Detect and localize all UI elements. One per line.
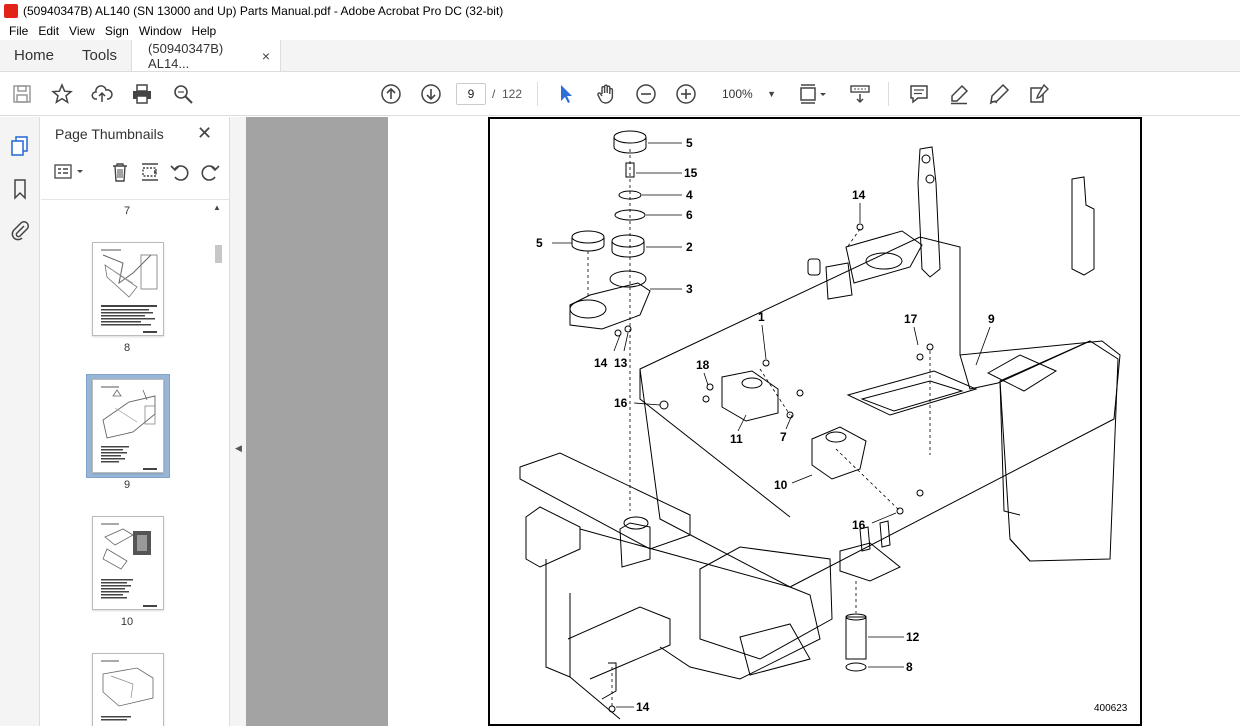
callout-15: 15 (684, 166, 698, 180)
callout-5-top: 5 (686, 136, 693, 150)
callout-17: 17 (904, 312, 918, 326)
callout-8: 8 (906, 660, 913, 674)
page-number-input[interactable]: 9 (456, 83, 486, 105)
draw-pen-icon[interactable] (987, 82, 1011, 106)
page-count: 122 (502, 87, 523, 101)
title-bar: (50940347B) AL140 (SN 13000 and Up) Part… (0, 0, 1240, 22)
panel-splitter[interactable]: ◀ (230, 117, 246, 726)
callout-9: 9 (988, 312, 995, 326)
toolbar-divider (888, 82, 889, 106)
toolbar: 9 / 122 100% ▼ (0, 72, 1240, 116)
bookmark-icon[interactable] (9, 178, 31, 200)
thumbnail-scrollbar[interactable]: ▲ (213, 199, 223, 726)
highlight-pen-icon[interactable] (947, 82, 971, 106)
close-tab-icon[interactable]: × (261, 47, 271, 64)
thumbnail-options-icon[interactable] (53, 161, 87, 183)
menu-help[interactable]: Help (191, 24, 217, 38)
document-view[interactable]: 5 15 4 6 5 2 3 14 13 14 1 17 9 18 16 11 … (246, 117, 1240, 726)
callout-14-bottom: 14 (636, 700, 650, 714)
tab-bar: Home Tools (50940347B) AL14... × (0, 40, 1240, 72)
zoom-in-icon[interactable] (674, 82, 698, 106)
page-thumbnails-panel: Page Thumbnails ✕ 7 (41, 117, 230, 726)
attachment-icon[interactable] (9, 219, 31, 241)
callout-7: 7 (780, 430, 787, 444)
zoom-level-select[interactable]: 100% ▼ (712, 83, 782, 105)
upload-cloud-icon[interactable] (90, 82, 114, 106)
callout-6: 6 (686, 208, 693, 222)
thumbnail-page-label: 7 (123, 205, 131, 217)
pdf-page: 5 15 4 6 5 2 3 14 13 14 1 17 9 18 16 11 … (488, 117, 1142, 726)
callout-11: 11 (730, 432, 743, 446)
save-icon[interactable] (10, 82, 34, 106)
search-icon[interactable] (171, 82, 195, 106)
callout-12: 12 (906, 630, 920, 644)
select-cursor-icon[interactable] (554, 82, 578, 106)
callout-13: 13 (614, 356, 628, 370)
menu-view[interactable]: View (69, 24, 95, 38)
chevron-down-icon: ▼ (767, 89, 776, 99)
close-panel-icon[interactable]: ✕ (197, 123, 213, 143)
menu-edit[interactable]: Edit (38, 24, 60, 38)
callout-14-top: 14 (852, 188, 866, 202)
next-page-icon[interactable] (419, 82, 443, 106)
thumbnail-page-label: 8 (123, 342, 131, 354)
collapse-panel-icon[interactable]: ◀ (235, 443, 242, 453)
scrollbar-thumb[interactable] (215, 245, 222, 263)
menu-sign[interactable]: Sign (104, 24, 129, 38)
zoom-out-icon[interactable] (634, 82, 658, 106)
star-icon[interactable] (50, 82, 74, 106)
scroll-mode-icon[interactable] (848, 82, 872, 106)
callout-4: 4 (686, 188, 693, 202)
exploded-parts-diagram: 5 15 4 6 5 2 3 14 13 14 1 17 9 18 16 11 … (519, 130, 1128, 720)
tab-home[interactable]: Home (14, 47, 55, 64)
thumbnail-page-10[interactable] (92, 516, 164, 610)
document-background (246, 117, 388, 726)
menu-window[interactable]: Window (138, 24, 182, 38)
callout-1: 1 (758, 310, 765, 324)
tab-tools[interactable]: Tools (82, 47, 118, 64)
rotate-left-icon[interactable] (169, 161, 191, 183)
panel-title: Page Thumbnails (55, 126, 164, 142)
callout-3: 3 (686, 282, 693, 296)
page-thumbnails-icon[interactable] (9, 135, 31, 157)
callout-5-left: 5 (536, 236, 543, 250)
scroll-up-icon[interactable]: ▲ (213, 203, 221, 212)
comment-icon[interactable] (907, 82, 931, 106)
toolbar-divider (537, 82, 538, 106)
page-fit-icon[interactable] (798, 82, 830, 106)
figure-number: 400623 (1094, 703, 1128, 714)
callout-16-left: 16 (614, 396, 628, 410)
callout-10: 10 (774, 478, 788, 492)
callout-2: 2 (686, 240, 693, 254)
fill-sign-icon[interactable] (1027, 82, 1051, 106)
callout-18: 18 (696, 358, 710, 372)
callout-14-left: 14 (594, 356, 608, 370)
callout-16-right: 16 (852, 518, 866, 532)
thumbnail-page-label: 10 (120, 616, 134, 628)
rotate-right-icon[interactable] (199, 161, 221, 183)
thumbnail-page-11[interactable] (92, 653, 164, 726)
page-separator: / (492, 87, 496, 101)
acrobat-app-icon (4, 4, 18, 18)
previous-page-icon[interactable] (379, 82, 403, 106)
menu-bar: File Edit View Sign Window Help (0, 22, 1240, 40)
thumbnail-page-label: 9 (123, 479, 131, 491)
menu-file[interactable]: File (9, 24, 29, 38)
thumbnail-list[interactable]: 7 8 (41, 199, 230, 726)
hand-tool-icon[interactable] (594, 82, 618, 106)
print-icon[interactable] (130, 82, 154, 106)
tab-document[interactable]: (50940347B) AL14... × (131, 40, 282, 71)
window-title: (50940347B) AL140 (SN 13000 and Up) Part… (23, 4, 504, 18)
navigation-rail (0, 117, 40, 726)
delete-page-icon[interactable] (109, 161, 131, 183)
thumbnail-page-8[interactable] (92, 242, 164, 336)
document-tab-label: (50940347B) AL14... (148, 40, 224, 71)
thumbnail-page-9[interactable] (92, 379, 164, 473)
insert-page-icon[interactable] (139, 161, 161, 183)
zoom-level-value: 100% (722, 87, 753, 101)
